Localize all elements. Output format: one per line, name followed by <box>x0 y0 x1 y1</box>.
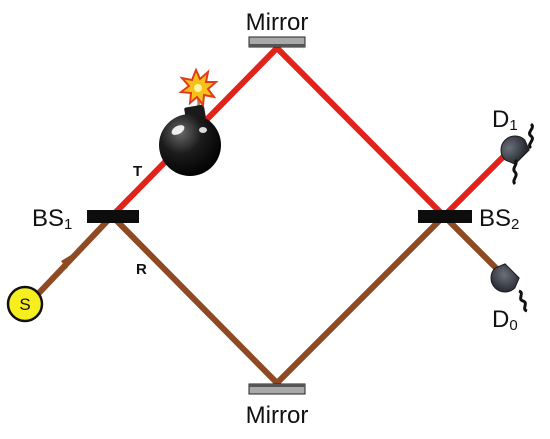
detector1-beam <box>441 147 513 219</box>
upper-beam-right <box>274 45 447 219</box>
light-source-icon: S <box>6 285 44 323</box>
mirror-top-label: Mirror <box>246 9 309 36</box>
mirror-bottom-label: Mirror <box>246 402 309 429</box>
bs1-label-main: BS <box>32 205 64 232</box>
lower-beam-left <box>109 213 280 386</box>
detector0-label-sub: 0 <box>509 317 517 334</box>
detector-0-icon <box>490 263 520 293</box>
beam-splitter-1 <box>87 210 139 223</box>
detector1-label: D1 <box>492 106 518 134</box>
detector-1-icon <box>500 135 530 186</box>
bs1-label-sub: 1 <box>64 216 72 233</box>
bomb-icon <box>159 67 221 176</box>
lower-beam-right <box>274 213 447 386</box>
beam-splitter-2 <box>418 210 472 223</box>
detector1-label-main: D <box>492 106 509 133</box>
reflected-label: R <box>136 261 147 278</box>
source-beam <box>35 213 115 297</box>
mirror-bottom <box>248 383 306 395</box>
detector0-label: D0 <box>492 306 518 334</box>
mirror-top <box>248 36 306 48</box>
transmitted-label: T <box>133 163 142 180</box>
beam-paths <box>35 45 513 386</box>
source-beam-arrow-icon <box>61 255 71 269</box>
bs2-label-main: BS <box>479 205 511 232</box>
detector-0-cable <box>518 289 528 313</box>
bs2-label: BS2 <box>479 205 519 233</box>
bs1-label: BS1 <box>32 205 72 233</box>
detector0-beam <box>441 213 503 275</box>
detector1-label-sub: 1 <box>509 117 517 134</box>
detector-1-cable <box>528 122 534 150</box>
detector0-label-main: D <box>492 306 509 333</box>
bs2-label-sub: 2 <box>511 216 519 233</box>
source-label: S <box>19 295 30 314</box>
